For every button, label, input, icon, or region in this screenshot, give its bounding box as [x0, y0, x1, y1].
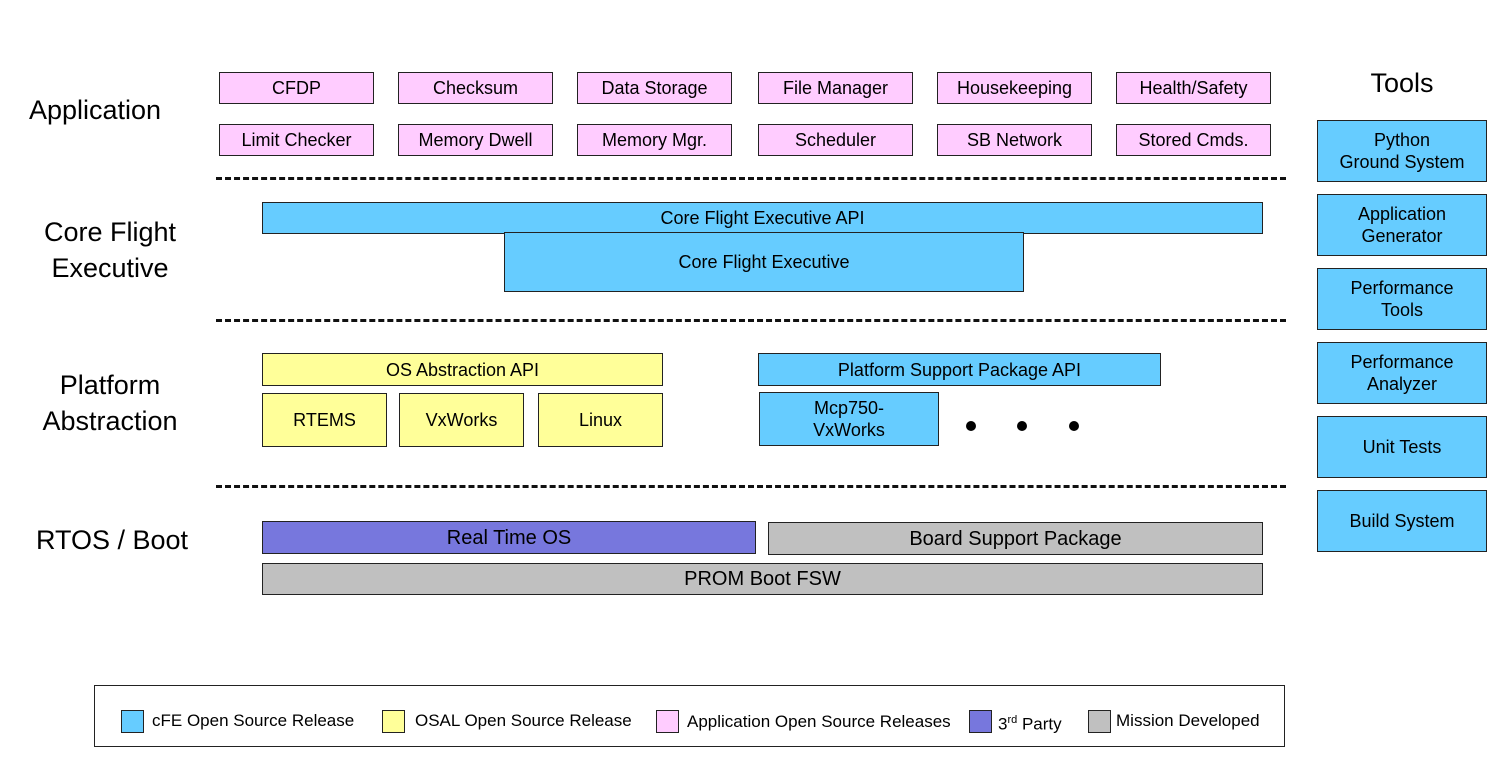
legend-third-suffix: Party — [1017, 714, 1062, 734]
cfe-api-box: Core Flight Executive API — [262, 202, 1263, 234]
app-box: CFDP — [219, 72, 374, 104]
bsp-box: Board Support Package — [768, 522, 1263, 555]
app-box: Memory Dwell — [398, 124, 553, 156]
tool-box: Performance Tools — [1317, 268, 1487, 330]
tool-box: Unit Tests — [1317, 416, 1487, 478]
rtos-box: Real Time OS — [262, 521, 756, 554]
app-box: Memory Mgr. — [577, 124, 732, 156]
app-box: Health/Safety — [1116, 72, 1271, 104]
cfe-box: Core Flight Executive — [504, 232, 1024, 292]
tool-box: Performance Analyzer — [1317, 342, 1487, 404]
legend-third-prefix: 3 — [998, 714, 1008, 734]
app-box: Scheduler — [758, 124, 913, 156]
layer-label-platform-abstraction: Platform Abstraction — [42, 370, 178, 436]
ellipsis-dot — [1069, 421, 1079, 431]
app-box: Stored Cmds. — [1116, 124, 1271, 156]
layer-separator — [216, 485, 1286, 488]
legend-swatch-third-party — [969, 710, 992, 733]
osal-impl-box: RTEMS — [262, 393, 387, 447]
tool-box: Python Ground System — [1317, 120, 1487, 182]
layer-separator — [216, 319, 1286, 322]
prom-boot-box: PROM Boot FSW — [262, 563, 1263, 595]
legend-swatch-osal — [382, 710, 405, 733]
legend-label-osal: OSAL Open Source Release — [415, 711, 632, 730]
osal-impl-box: Linux — [538, 393, 663, 447]
legend: cFE Open Source Release OSAL Open Source… — [94, 685, 1285, 747]
legend-swatch-apps — [656, 710, 679, 733]
osal-impl-box: VxWorks — [399, 393, 524, 447]
legend-label-mission: Mission Developed — [1116, 711, 1260, 730]
app-box: SB Network — [937, 124, 1092, 156]
layer-label-application: Application — [28, 95, 162, 125]
layer-separator — [216, 177, 1286, 180]
layer-label-rtos-boot: RTOS / Boot — [35, 525, 189, 555]
app-box: Housekeeping — [937, 72, 1092, 104]
psp-api-box: Platform Support Package API — [758, 353, 1161, 386]
legend-third-sup: rd — [1007, 714, 1018, 726]
legend-label-apps: Application Open Source Releases — [687, 712, 951, 731]
app-box: Checksum — [398, 72, 553, 104]
app-box: Limit Checker — [219, 124, 374, 156]
osal-api-box: OS Abstraction API — [262, 353, 663, 386]
tools-title: Tools — [1370, 68, 1434, 98]
tool-box: Application Generator — [1317, 194, 1487, 256]
tool-box: Build System — [1317, 490, 1487, 552]
legend-label-third-party: 3rd Party — [998, 710, 1062, 735]
app-box: Data Storage — [577, 72, 732, 104]
layer-label-core-flight-executive: Core Flight Executive — [43, 217, 177, 283]
app-box: File Manager — [758, 72, 913, 104]
legend-swatch-cfe — [121, 710, 144, 733]
ellipsis-dot — [966, 421, 976, 431]
ellipsis-dot — [1017, 421, 1027, 431]
legend-swatch-mission — [1088, 710, 1111, 733]
legend-label-cfe: cFE Open Source Release — [152, 711, 355, 730]
psp-impl-box: Mcp750- VxWorks — [759, 392, 939, 446]
